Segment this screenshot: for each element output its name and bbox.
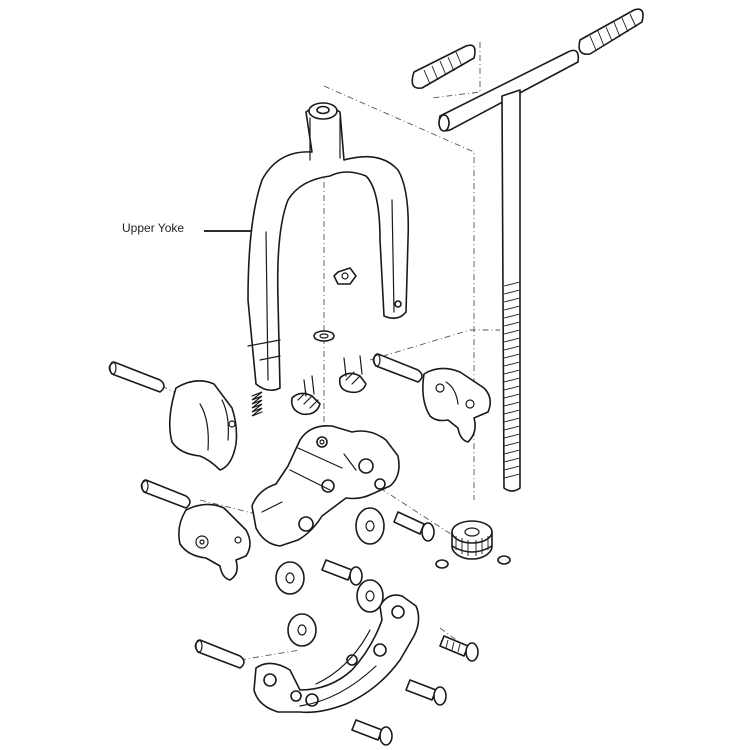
shoulder-screw-3 — [439, 635, 479, 662]
set-screw-right — [497, 555, 511, 565]
knurled-grip-upper — [578, 8, 644, 56]
shoulder-screw-2 — [321, 559, 363, 586]
torsion-spring-right — [338, 355, 367, 394]
pin-upper-right — [372, 353, 423, 383]
cutting-wheel-upper — [355, 507, 385, 545]
cutting-wheel-lower — [287, 613, 317, 647]
washer-small — [313, 330, 335, 342]
upper-yoke-label: Upper Yoke — [122, 221, 185, 235]
roller-holder-upper-left — [168, 380, 238, 471]
shoulder-screw-4 — [405, 679, 447, 706]
torsion-spring-left — [290, 375, 321, 416]
knurled-grip-lower — [411, 44, 476, 89]
pin-lower-left — [194, 639, 245, 669]
pin-middle-left — [140, 479, 191, 509]
roller-holder-upper-right — [422, 367, 492, 443]
upper-yoke — [247, 102, 410, 392]
lower-link-frame — [253, 594, 420, 714]
shoulder-screw-1 — [393, 511, 435, 542]
t-handle-screw — [438, 49, 580, 492]
roller-holder-middle-left — [178, 503, 251, 581]
cutting-wheel-right — [356, 579, 384, 613]
coil-spring — [251, 391, 263, 417]
cutting-wheel-middle — [275, 561, 305, 595]
pin-upper-left — [108, 361, 165, 393]
set-screw-left — [435, 559, 449, 569]
main-body — [251, 424, 400, 547]
shoulder-screw-5 — [351, 719, 393, 746]
knurled-collar-nut — [451, 520, 493, 560]
hex-nut-small — [333, 267, 357, 285]
